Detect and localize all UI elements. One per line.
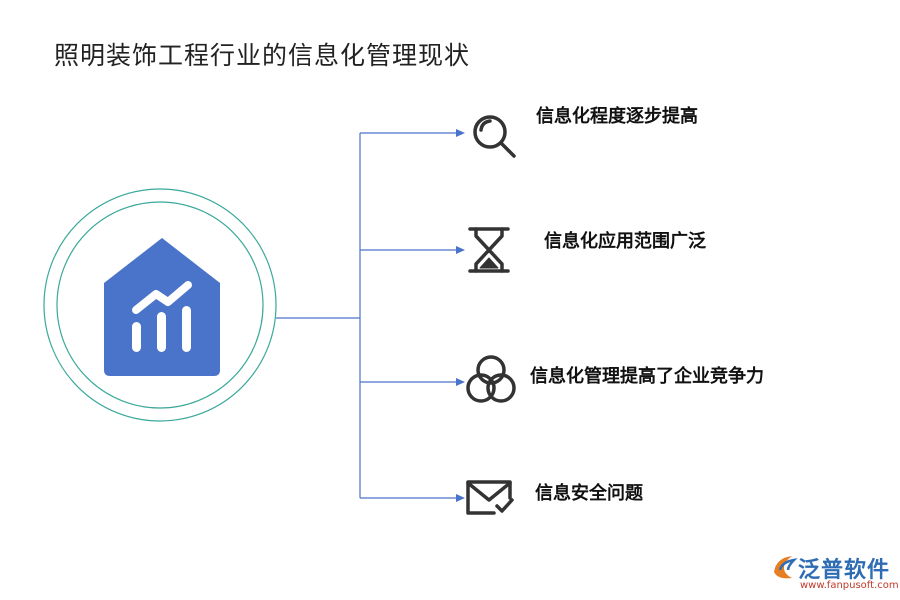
outer-ring (43, 188, 277, 422)
overlapping-circles-icon (466, 355, 516, 403)
inner-ring (56, 201, 264, 409)
house-chart-icon (104, 238, 220, 376)
item-label-competitiveness: 信息化管理提高了企业竞争力 (530, 366, 764, 387)
page-title: 照明装饰工程行业的信息化管理现状 (54, 41, 471, 70)
logo-name: 泛普软件 (798, 558, 891, 583)
logo-url: www.fanpusoft.com (800, 580, 899, 591)
item-label-informatization-level: 信息化程度逐步提高 (536, 106, 698, 127)
magnifier-icon (473, 115, 516, 158)
connector-lines (276, 132, 460, 499)
logo-mark-icon (774, 556, 798, 579)
brand-logo: 泛普软件 www.fanpusoft.com (770, 550, 899, 595)
item-label-application-scope: 信息化应用范围广泛 (544, 231, 706, 252)
item-label-information-security: 信息安全问题 (535, 483, 643, 504)
mail-check-icon (466, 480, 514, 515)
hourglass-icon (468, 227, 510, 273)
connector-arrows (456, 129, 465, 502)
